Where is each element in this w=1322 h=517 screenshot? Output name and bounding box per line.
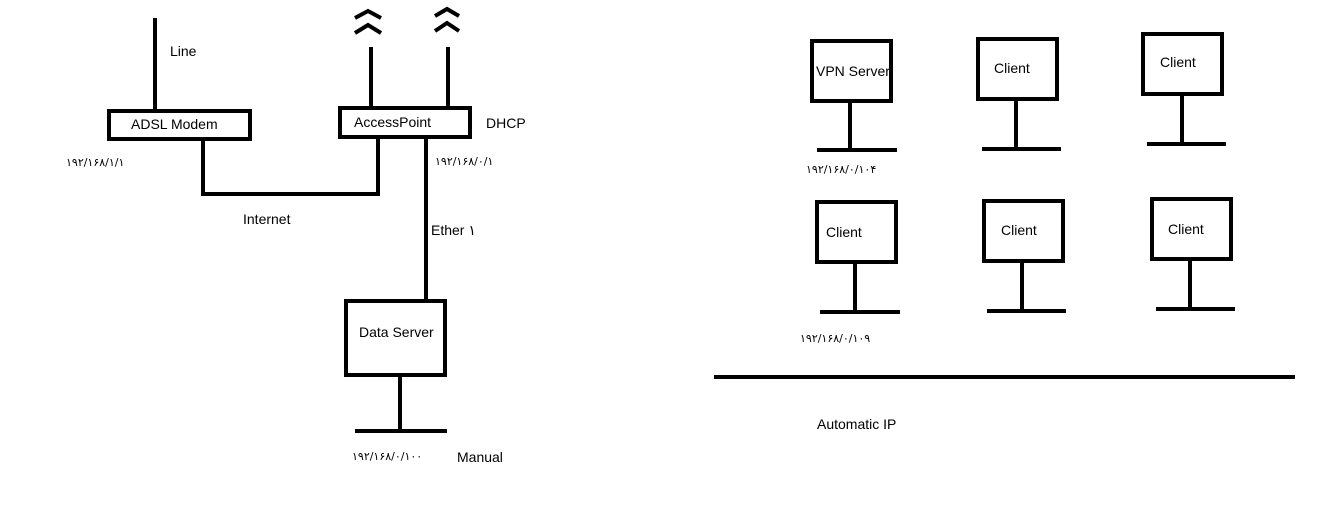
antenna-icon (433, 6, 461, 33)
client-box (982, 199, 1065, 263)
client-label: Client (1168, 221, 1204, 237)
access-point-box (338, 106, 472, 139)
ether-label: Ether ١ (431, 222, 476, 238)
data-server-box (344, 299, 447, 377)
automatic-ip-label: Automatic IP (817, 416, 896, 432)
antenna-icon (353, 8, 383, 35)
client-label: Client (826, 224, 862, 240)
client-label: Client (1001, 222, 1037, 238)
line-label: Line (170, 43, 197, 59)
adsl-modem-box (107, 109, 252, 141)
vpn-server-ip: ١٩٢/١۶٨/٠/١٠۴ (806, 163, 876, 176)
vpn-server-label: VPN Server (816, 63, 890, 79)
client-box (815, 200, 898, 264)
internet-wire (201, 139, 380, 196)
data-server-ip: ١٩٢/١۶٨/٠/١٠٠ (352, 450, 422, 463)
internet-label: Internet (243, 211, 291, 227)
client-box (1141, 32, 1224, 96)
client-label: Client (994, 60, 1030, 76)
client-label: Client (1160, 54, 1196, 70)
access-point-label: AccessPoint (354, 114, 431, 130)
modem-ip: ١٩٢/١۶٨/١/١ (66, 156, 124, 169)
manual-label: Manual (457, 449, 503, 465)
client-box (1150, 197, 1233, 261)
access-point-ip: ١٩٢/١۶٨/٠/١ (435, 155, 493, 168)
dhcp-label: DHCP (486, 115, 526, 131)
adsl-modem-label: ADSL Modem (131, 116, 218, 132)
data-server-label: Data Server (359, 324, 434, 340)
client-bottom-left-ip: ١٩٢/١۶٨/٠/١٠٩ (800, 332, 870, 345)
